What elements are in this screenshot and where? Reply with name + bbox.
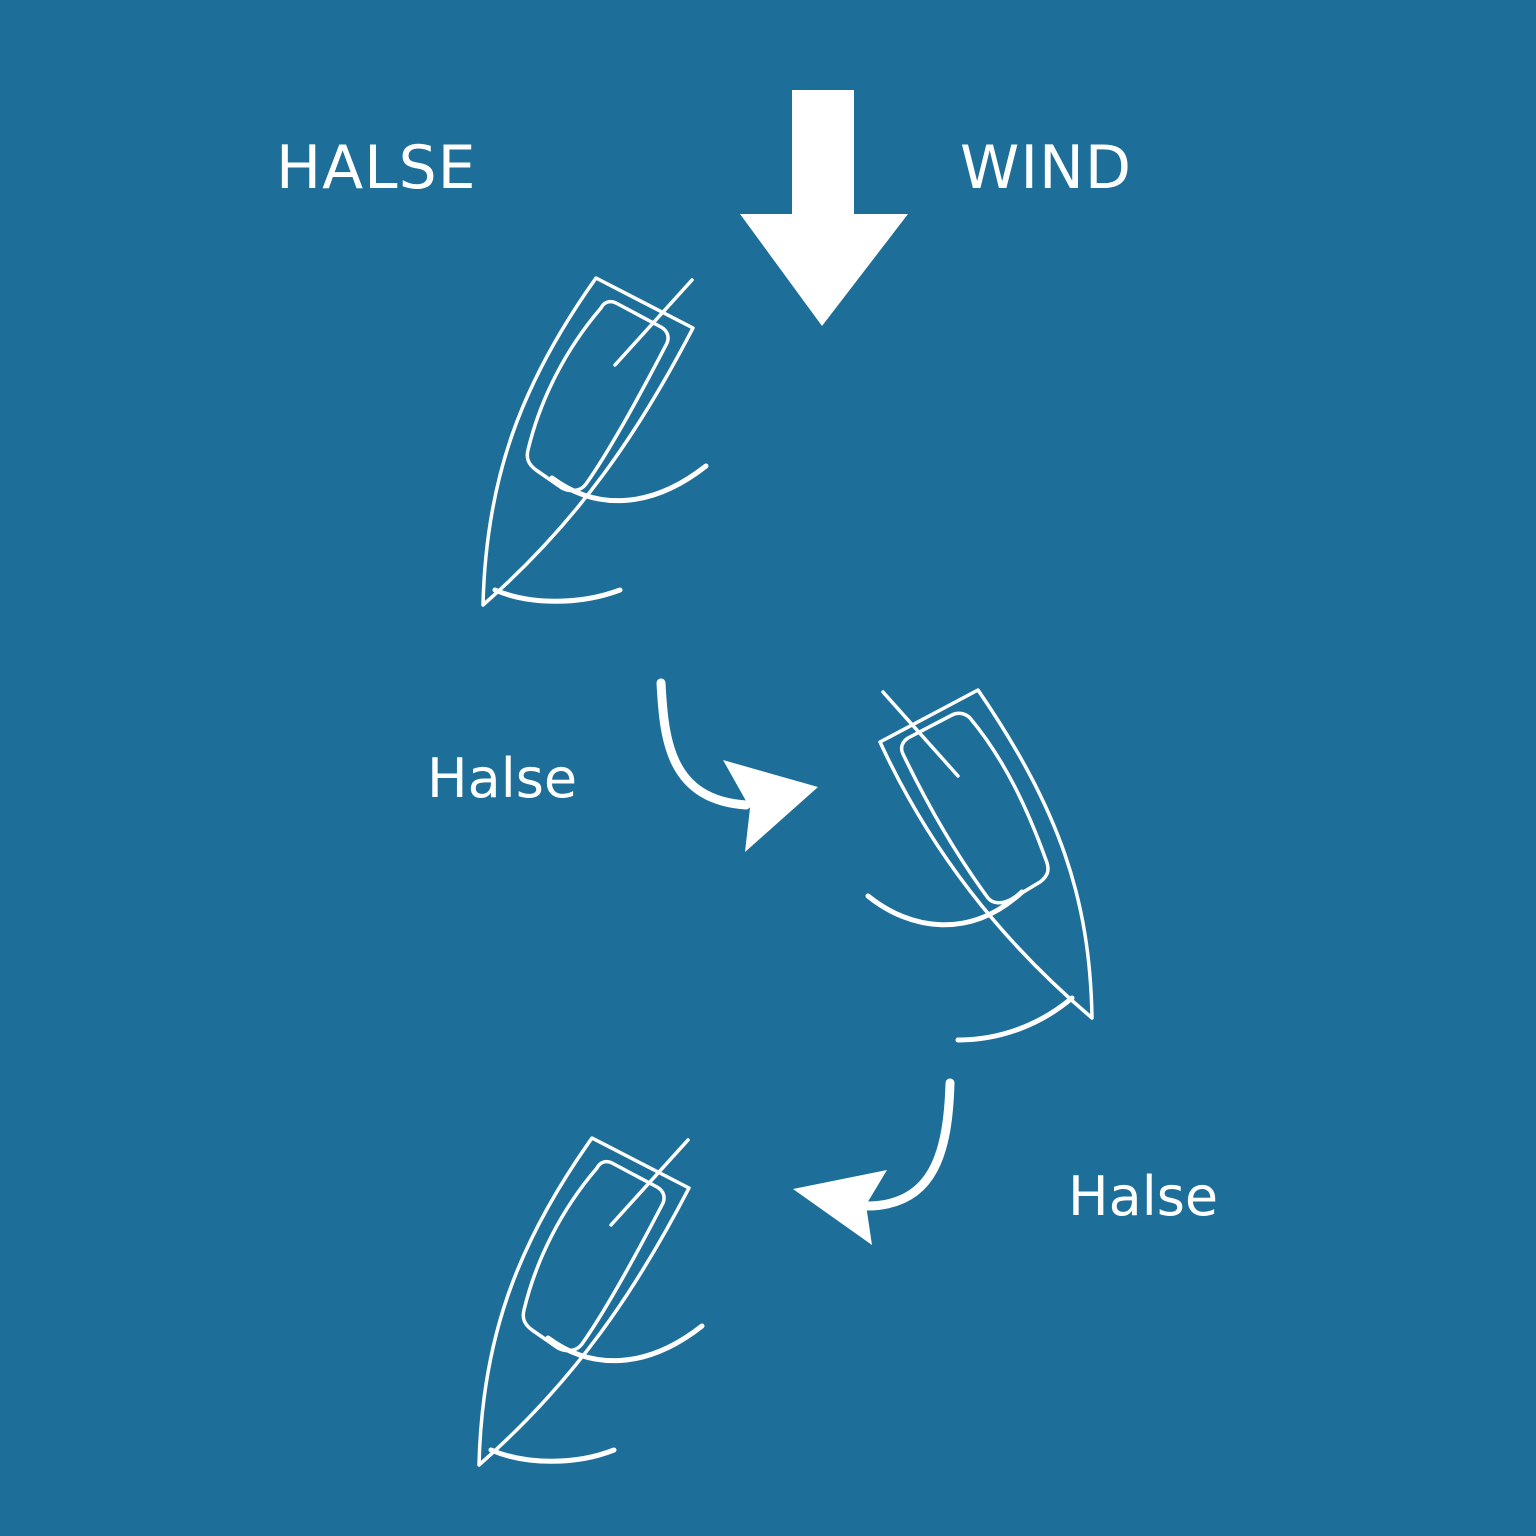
wind-label: WIND bbox=[960, 133, 1133, 203]
step-label-halse-2: Halse bbox=[1068, 1165, 1219, 1228]
step-label-halse-1: Halse bbox=[427, 747, 578, 810]
turn-arrow-left-icon bbox=[793, 1078, 955, 1245]
turn-arrow-right-icon bbox=[656, 678, 818, 852]
diagram-title-halse: HALSE bbox=[276, 133, 477, 203]
wind-arrow-down-icon bbox=[740, 90, 908, 326]
boat-icon-1 bbox=[481, 276, 709, 607]
boat-icon-3 bbox=[477, 1136, 705, 1467]
boat-icon-2 bbox=[865, 688, 1094, 1043]
